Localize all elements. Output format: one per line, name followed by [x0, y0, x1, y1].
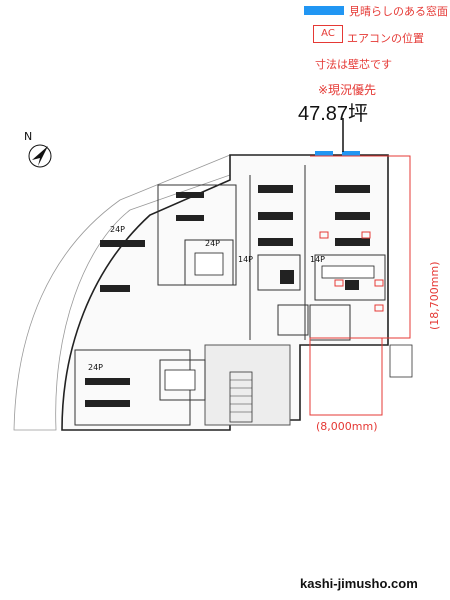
ac-legend-label: エアコンの位置: [347, 32, 424, 45]
view-window-legend-label: 見晴らしのある窓面: [349, 5, 448, 18]
room-label: 14P: [238, 255, 253, 264]
current-condition-note: ※現況優先: [318, 83, 377, 97]
room-label: 24P: [88, 363, 103, 372]
room-label: 24P: [110, 225, 125, 234]
north-arrow-icon: N: [24, 130, 52, 168]
width-dimension: (8,000mm): [316, 420, 378, 433]
ac-legend-box: AC: [313, 25, 343, 43]
depth-dimension: (18,700mm): [428, 261, 441, 330]
room-label: 24P: [205, 239, 220, 248]
dimension-note: 寸法は壁芯です: [315, 58, 392, 71]
room-partitions: [74, 165, 386, 426]
building-outline: [61, 154, 389, 431]
view-window-markers: [315, 151, 360, 156]
room-label: 14P: [310, 255, 325, 264]
ac-markers: [319, 231, 384, 312]
desks: [85, 185, 370, 407]
stairs: [229, 371, 253, 423]
floor-area-label: 47.87坪: [298, 103, 369, 125]
north-label: N: [24, 130, 32, 143]
meeting-tables: [164, 252, 375, 391]
core-area: [204, 344, 291, 426]
view-window-swatch: [304, 6, 344, 15]
side-stair: [389, 344, 413, 378]
lease-area-outline: [309, 155, 411, 416]
site-watermark: kashi-jimusho.com: [300, 576, 418, 591]
